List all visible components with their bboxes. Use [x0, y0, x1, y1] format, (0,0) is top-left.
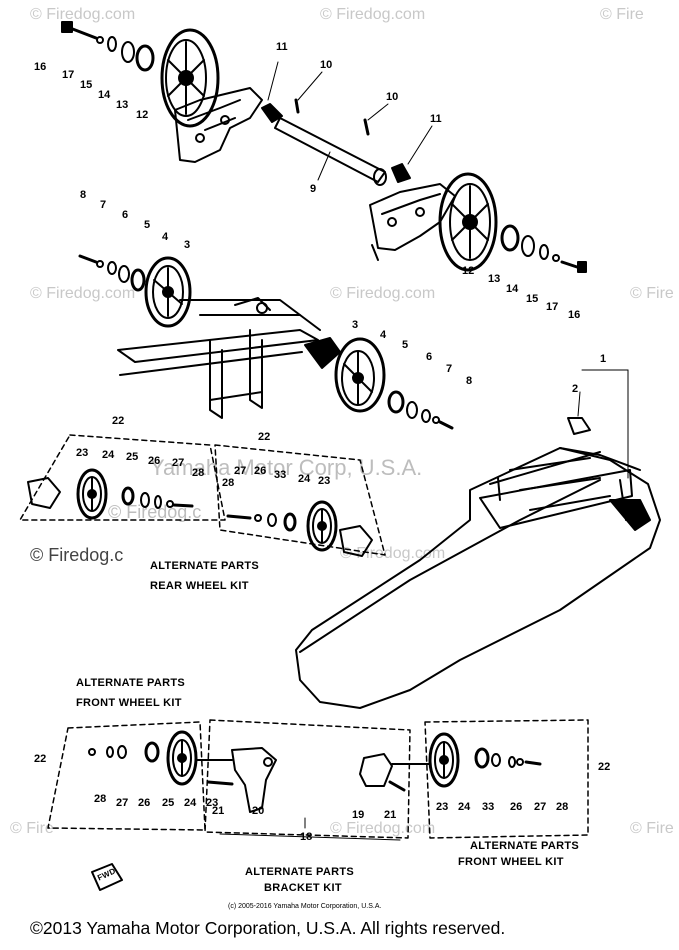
- callout: 28: [192, 467, 204, 479]
- callout: 6: [122, 209, 128, 221]
- callout: 8: [80, 189, 86, 201]
- callout: 22: [598, 761, 610, 773]
- watermark: © Fire: [10, 820, 54, 837]
- callout: 11: [430, 113, 442, 125]
- track-assembly: [295, 369, 661, 709]
- callout: 15: [526, 293, 538, 305]
- watermark: Yamaha Motor Corp, U.S.A.: [150, 455, 423, 480]
- callout: 13: [488, 273, 500, 285]
- small-copyright: (c) 2005-2016 Yamaha Motor Corporation, …: [228, 903, 382, 910]
- callout: 20: [252, 805, 264, 817]
- callout: 23: [206, 797, 218, 809]
- callout: 27: [534, 801, 546, 813]
- watermark: © Fire: [600, 6, 644, 23]
- callout: 7: [100, 199, 106, 211]
- rear-kit-caption-line1: ALTERNATE PARTS: [150, 560, 259, 572]
- front-kit-left-caption-line1: ALTERNATE PARTS: [76, 677, 185, 689]
- callout: 26: [510, 801, 522, 813]
- callout: 1: [600, 353, 606, 365]
- callout: 4: [380, 329, 387, 341]
- callout: 33: [482, 801, 494, 813]
- callout: 10: [320, 59, 332, 71]
- callout: 21: [384, 809, 396, 821]
- shaft-assembly: [261, 61, 433, 186]
- callout: 18: [300, 831, 312, 843]
- callout: 5: [402, 339, 408, 351]
- front-left-kit-parts: [88, 730, 542, 891]
- mid-frame-assembly: [78, 254, 454, 430]
- callout: 2: [572, 383, 578, 395]
- callout: 27: [116, 797, 128, 809]
- watermark: © Firedog.com: [30, 285, 136, 302]
- callout: 24: [458, 801, 471, 813]
- callout: 22: [258, 431, 270, 443]
- watermark: © Firedog.com: [30, 6, 136, 23]
- rear-kit-caption-line2: REAR WHEEL KIT: [150, 580, 249, 592]
- callout: 4: [162, 231, 169, 243]
- callout: 12: [462, 265, 474, 277]
- front-kit-right-caption-line1: ALTERNATE PARTS: [470, 840, 579, 852]
- callout: 17: [546, 301, 558, 313]
- callout: 14: [98, 89, 111, 101]
- callout: 33: [274, 469, 286, 481]
- callout: 24: [298, 473, 311, 485]
- callout: 28: [556, 801, 568, 813]
- callout: 23: [436, 801, 448, 813]
- top-left-wheel-assembly: [61, 21, 263, 163]
- bracket-kit-caption-line2: BRACKET KIT: [264, 882, 342, 894]
- front-kit-right-caption-line2: FRONT WHEEL KIT: [458, 856, 564, 868]
- callout: 6: [426, 351, 432, 363]
- bracket-kit-caption-line1: ALTERNATE PARTS: [245, 866, 354, 878]
- top-right-wheel-assembly: [369, 172, 587, 273]
- callout: 5: [144, 219, 150, 231]
- callout: 10: [386, 91, 398, 103]
- watermark: © Firedog.com: [330, 820, 436, 837]
- callout: 15: [80, 79, 92, 91]
- callout: 7: [446, 363, 452, 375]
- callout: 25: [162, 797, 174, 809]
- callout: 26: [254, 465, 266, 477]
- callout: 23: [318, 475, 330, 487]
- front-kit-left-caption-line2: FRONT WHEEL KIT: [76, 697, 182, 709]
- callout: 13: [116, 99, 128, 111]
- callout: 24: [184, 797, 197, 809]
- callout: 22: [112, 415, 124, 427]
- callout: 22: [34, 753, 46, 765]
- callout: 23: [76, 447, 88, 459]
- watermark: © Firedog.c: [30, 545, 124, 565]
- watermark: © Fire: [630, 820, 674, 837]
- footer-copyright: ©2013 Yamaha Motor Corporation, U.S.A. A…: [30, 918, 506, 938]
- callout: 9: [310, 183, 316, 195]
- callout: 19: [352, 809, 364, 821]
- callout: 27: [234, 465, 246, 477]
- callout: 16: [568, 309, 580, 321]
- callout: 8: [466, 375, 472, 387]
- callout: 3: [352, 319, 358, 331]
- callout: 12: [136, 109, 148, 121]
- callout: 26: [138, 797, 150, 809]
- callout-numbers: 16 17 15 14 13 12 11 10 10 11 9 12 13 14…: [34, 41, 610, 843]
- watermark: © Fire: [630, 285, 674, 302]
- watermark: © Firedog.com: [330, 285, 436, 302]
- callout: 21: [212, 805, 224, 817]
- callout: 28: [222, 477, 234, 489]
- callout: 26: [148, 455, 160, 467]
- callout: 17: [62, 69, 74, 81]
- callout: 27: [172, 457, 184, 469]
- callout: 11: [276, 41, 288, 53]
- callout: 3: [184, 239, 190, 251]
- callout: 16: [34, 61, 46, 73]
- rear-wheel-kit: [19, 434, 386, 556]
- callout: 28: [94, 793, 106, 805]
- front-left-kit-frame: [47, 719, 589, 839]
- callout: 24: [102, 449, 115, 461]
- callout: 14: [506, 283, 519, 295]
- watermark: © Firedog.c: [108, 502, 202, 522]
- watermark: © Firedog.com: [320, 6, 426, 23]
- rear-wheel-kit-parts: [27, 468, 373, 557]
- callout: 25: [126, 451, 138, 463]
